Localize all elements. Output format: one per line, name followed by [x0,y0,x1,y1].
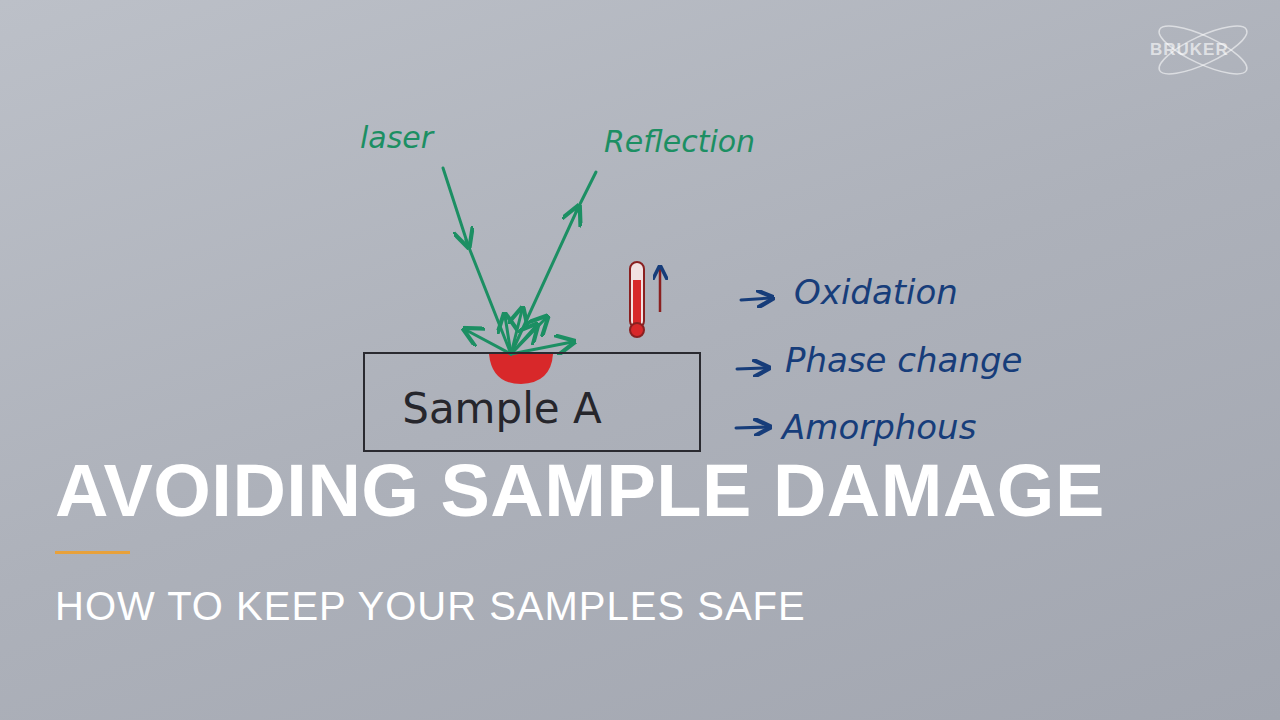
effect-label: Oxidation [794,272,958,312]
caption: HOW TO KEEP YOUR SAMPLES SAFE [55,584,806,629]
beam-label: laser [360,120,433,155]
beam-label: Reflection [604,124,755,159]
beam-lines [443,168,596,354]
watermark: BRUKER [1150,40,1229,60]
sample-box: Sample A [363,352,701,452]
thermometer [630,262,660,337]
accent-rule [55,551,130,554]
effect-arrows [736,298,771,428]
box-label: Sample A [402,384,602,433]
effect-label: Phase change [785,340,1022,380]
effect-label: Amorphous [782,407,976,447]
heated-spot [489,354,553,384]
title: AVOIDING SAMPLE DAMAGE [55,448,1105,533]
